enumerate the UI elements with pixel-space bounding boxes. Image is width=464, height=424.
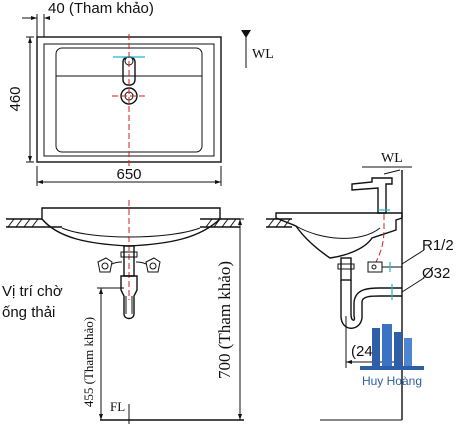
top-height-label: 460 [7,86,24,111]
side-wl-label: WL [381,151,403,166]
basin-body-front [41,207,221,247]
fl-label: FL [110,399,125,414]
building-icon [360,324,424,370]
front-view: Vị trí chờ ống thải 455 (Tham khảo) 700 … [2,200,244,424]
top-view: 40 (Tham khảo) WL 460 650 [7,0,274,186]
top-width-label: 650 [116,166,141,183]
top-wl-label: WL [252,47,274,62]
side-offset-label: (24 [351,343,373,360]
side-view: WL R1/2 Ø32 (24 [266,151,454,421]
angle-valve-left [97,257,123,273]
basin-body-side [275,212,403,259]
diameter-label: Ø32 [422,265,450,282]
drain-position-label-2: ống thải [2,304,55,321]
height-ref-label: 455 (Tham khảo) [81,317,96,407]
p-trap-side [340,280,402,329]
angle-valve-side [367,261,402,273]
r-label: R1/2 [422,237,454,254]
faucet-side [351,177,393,214]
total-height-label: 700 (Tham khảo) [215,261,234,379]
drain-position-label-1: Vị trí chờ [2,283,63,300]
angle-valve-right [135,257,161,273]
p-trap-front [120,275,138,320]
brand-logo: Huy Hoàng [346,322,438,394]
brand-name: Huy Hoàng [361,374,423,388]
top-offset-label: 40 (Tham khảo) [48,0,154,17]
